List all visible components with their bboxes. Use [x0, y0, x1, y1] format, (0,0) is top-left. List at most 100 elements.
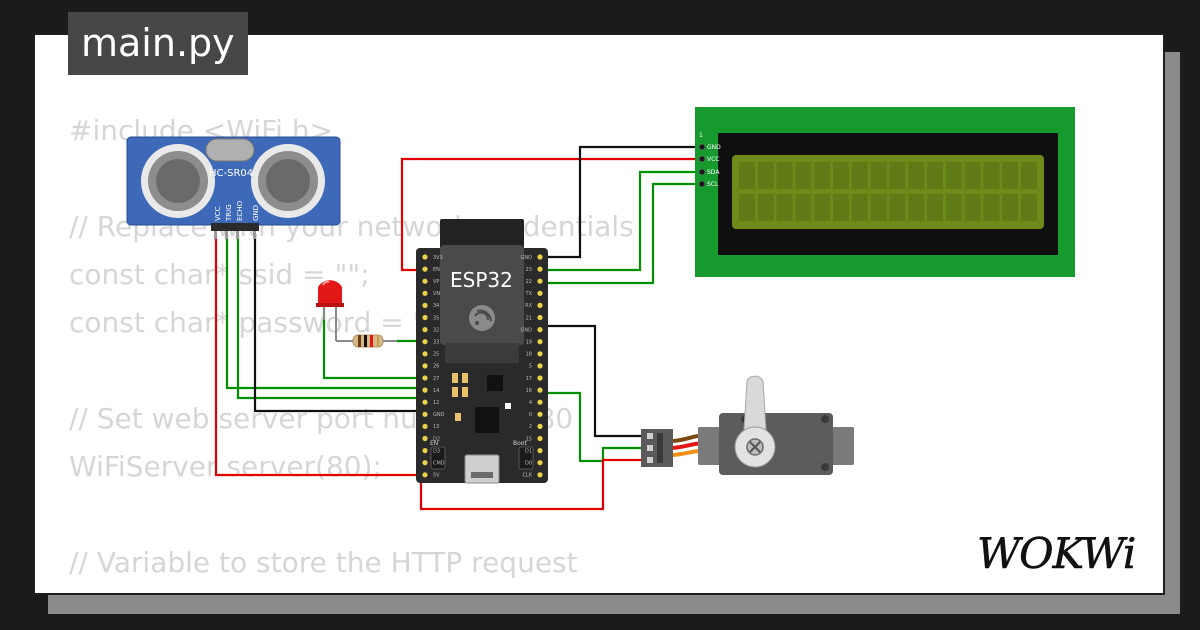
esp32-pin[interactable]	[422, 302, 428, 308]
wire-lcd-gnd[interactable]	[543, 145, 699, 259]
esp32-pin[interactable]	[537, 302, 543, 308]
esp32-pin[interactable]	[422, 290, 428, 296]
esp32-pin-label: 2	[529, 424, 532, 430]
lcd-cell	[851, 194, 868, 221]
esp32-pin[interactable]	[422, 266, 428, 272]
esp32-pin[interactable]	[537, 314, 543, 321]
sensor-pin-gnd: GND	[252, 205, 260, 221]
esp32-pin[interactable]	[537, 472, 543, 478]
esp32-pin-label: GND	[521, 255, 533, 261]
servo-motor[interactable]	[641, 375, 854, 475]
wire-servo-gnd[interactable]	[543, 324, 643, 438]
esp32-pin[interactable]	[537, 399, 543, 405]
esp32-pin[interactable]	[537, 339, 543, 345]
lcd-cell	[964, 162, 981, 189]
esp32-pin-label: RX	[525, 303, 532, 309]
lcd-pin-sda: SDA	[707, 169, 720, 176]
en-button[interactable]	[430, 446, 446, 470]
wire-sensor-gnd[interactable]	[253, 235, 426, 413]
lcd-cell	[908, 162, 925, 189]
diagram-canvas[interactable]: #include <WiFi.h>// Replace with your ne…	[33, 33, 1165, 595]
lcd-cell	[945, 162, 962, 189]
file-tab[interactable]: main.py	[68, 12, 248, 75]
wire-sensor-trig[interactable]	[225, 235, 426, 390]
sensor-label: HC-SR04	[209, 168, 253, 179]
esp32-pin[interactable]	[537, 460, 543, 466]
esp32-pin-label: 21	[526, 315, 532, 321]
esp32-pin[interactable]	[537, 351, 543, 357]
ultrasonic-sensor[interactable]: HC-SR04 VCC TRIG ECHO GND	[126, 136, 341, 239]
lcd-cell	[1002, 162, 1019, 189]
esp32-pin[interactable]	[422, 411, 428, 417]
resistor[interactable]	[336, 334, 397, 348]
sensor-pin-labels: VCC TRIG ECHO GND	[214, 200, 260, 222]
esp32-pin[interactable]	[422, 351, 428, 357]
esp32-label: ESP32	[450, 268, 513, 292]
esp32-pin[interactable]	[422, 472, 428, 478]
boot-label: Boot	[513, 440, 527, 447]
esp32-pin-label: VP	[433, 279, 439, 285]
sensor-pin-vcc: VCC	[214, 206, 222, 221]
esp32-pin[interactable]	[422, 460, 428, 466]
red-led[interactable]	[316, 280, 344, 341]
wire-led[interactable]	[322, 305, 426, 380]
esp32-pin[interactable]	[537, 363, 543, 369]
esp32-pin[interactable]	[537, 278, 543, 284]
esp32-pin[interactable]	[422, 278, 428, 284]
esp32-pin[interactable]	[537, 290, 543, 296]
lcd-pin-scl: SCL	[707, 181, 719, 188]
lcd-cell	[964, 194, 981, 221]
lcd-cell	[908, 194, 925, 221]
esp32-pin-label: 33	[433, 340, 439, 346]
esp32-pin[interactable]	[422, 339, 428, 345]
esp32-pin-label: GND	[433, 412, 445, 418]
wire-lcd-sda[interactable]	[543, 170, 699, 272]
esp32-pin[interactable]	[422, 423, 428, 429]
esp32-pin[interactable]	[422, 314, 428, 321]
esp32-pin[interactable]	[537, 387, 543, 393]
esp32-pin[interactable]	[422, 327, 428, 333]
lcd-cell	[870, 162, 887, 189]
esp32-pin-label: GND	[521, 327, 533, 333]
esp32-pin[interactable]	[422, 448, 428, 454]
wires	[214, 145, 699, 511]
lcd-cell	[814, 162, 831, 189]
esp32-pin[interactable]	[537, 423, 543, 429]
esp32-pin[interactable]	[537, 448, 543, 454]
esp32-pin[interactable]	[537, 327, 543, 333]
lcd-cell	[983, 162, 1000, 189]
usb-port	[464, 454, 500, 484]
lcd-cell	[795, 162, 812, 189]
wire-lcd-vcc[interactable]	[400, 157, 699, 272]
esp32-pin-label: 16	[526, 388, 532, 394]
esp32-pin[interactable]	[537, 266, 543, 272]
esp32-pin-label: 19	[526, 340, 532, 346]
esp32-board[interactable]: ESP32 EN Boot	[416, 219, 548, 484]
wire-servo-pwm[interactable]	[543, 391, 643, 463]
esp32-pin[interactable]	[422, 387, 428, 393]
esp32-pin-label: 27	[433, 376, 439, 382]
esp32-pin[interactable]	[537, 435, 543, 442]
circuit-diagram[interactable]: HC-SR04 VCC TRIG ECHO GND	[35, 35, 1165, 595]
lcd-cell	[1002, 194, 1019, 221]
esp32-pin[interactable]	[422, 375, 428, 381]
wire-lcd-scl[interactable]	[543, 182, 699, 285]
esp32-pin[interactable]	[422, 363, 428, 369]
boot-button[interactable]	[518, 446, 534, 470]
wire-sensor-vcc[interactable]	[214, 235, 426, 477]
lcd-display[interactable]: 1 GND VCC SDA SCL	[695, 107, 1075, 277]
lcd-cell	[1021, 194, 1037, 221]
esp32-pin-label: TX	[525, 291, 533, 297]
esp32-pin[interactable]	[537, 254, 543, 260]
esp32-pin[interactable]	[422, 254, 428, 260]
lcd-cell	[795, 194, 812, 221]
esp32-pin-label: 5	[529, 364, 532, 370]
sensor-pin-trig: TRIG	[225, 204, 233, 222]
lcd-cell	[983, 194, 1000, 221]
esp32-pin[interactable]	[422, 399, 428, 405]
esp32-pin[interactable]	[537, 375, 543, 381]
wire-sensor-echo[interactable]	[236, 235, 426, 400]
lcd-character-grid	[739, 162, 1037, 221]
esp32-pin[interactable]	[537, 411, 543, 417]
esp32-pin[interactable]	[422, 435, 428, 442]
